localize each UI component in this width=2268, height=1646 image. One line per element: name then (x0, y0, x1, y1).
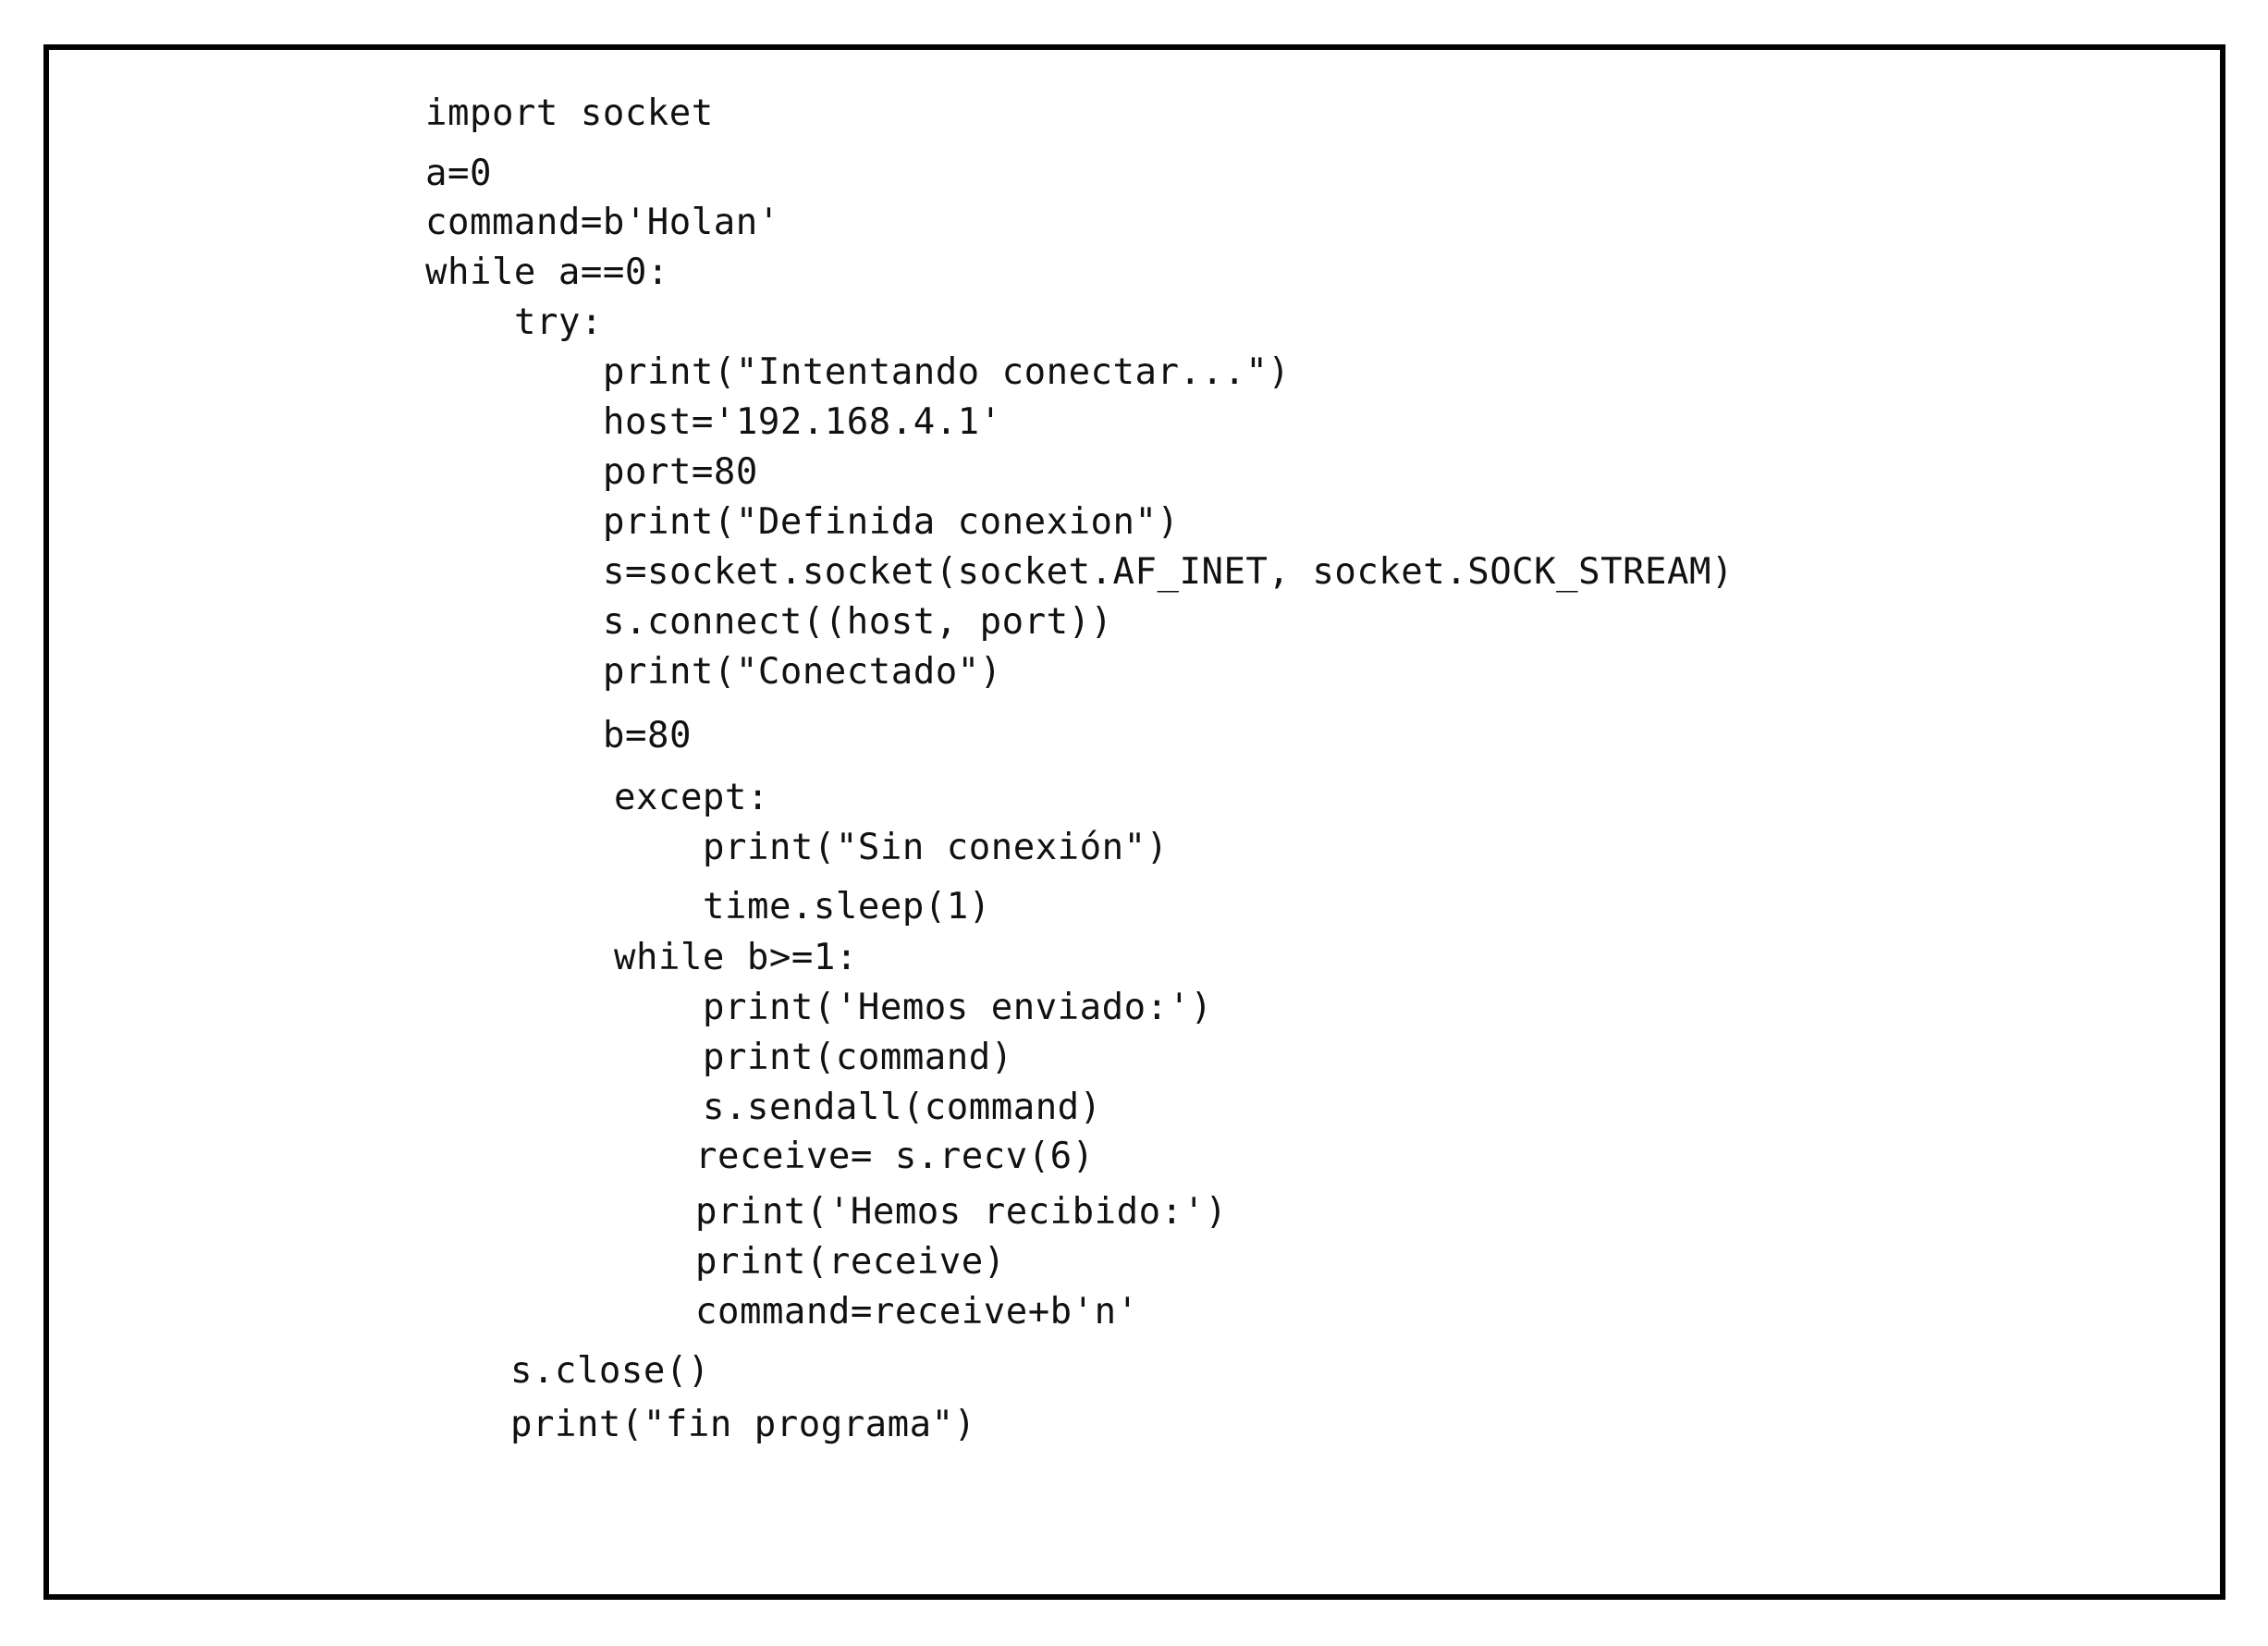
code-frame (43, 44, 2225, 1600)
code-line: try: (514, 301, 603, 343)
code-line: s.sendall(command) (703, 1087, 1102, 1128)
code-line: time.sleep(1) (703, 886, 991, 927)
code-line: print("Sin conexión") (703, 827, 1169, 868)
code-line: except: (614, 777, 769, 818)
code-line: print(receive) (695, 1241, 1006, 1283)
code-line: print('Hemos enviado:') (703, 987, 1213, 1028)
code-line: print('Hemos recibido:') (695, 1191, 1228, 1233)
code-line: s=socket.socket(socket.AF_INET, socket.S… (603, 551, 1734, 593)
code-line: print("Intentando conectar...") (603, 351, 1291, 393)
code-line: print("Definida conexion") (603, 501, 1180, 543)
code-line: print(command) (703, 1037, 1013, 1078)
code-line: s.close() (510, 1350, 710, 1392)
code-line: receive= s.recv(6) (695, 1136, 1095, 1177)
code-line: port=80 (603, 451, 758, 493)
code-line: command=receive+b'n' (695, 1291, 1139, 1333)
code-line: command=b'Holan' (425, 202, 780, 243)
code-line: while a==0: (425, 252, 669, 293)
code-line: a=0 (425, 153, 492, 194)
code-line: host='192.168.4.1' (603, 401, 1002, 443)
code-line: b=80 (603, 715, 692, 756)
code-line: s.connect((host, port)) (603, 601, 1113, 643)
code-line: print("Conectado") (603, 651, 1002, 693)
code-line: print("fin programa") (510, 1404, 976, 1445)
code-line: import socket (425, 92, 714, 134)
code-line: while b>=1: (614, 937, 858, 978)
